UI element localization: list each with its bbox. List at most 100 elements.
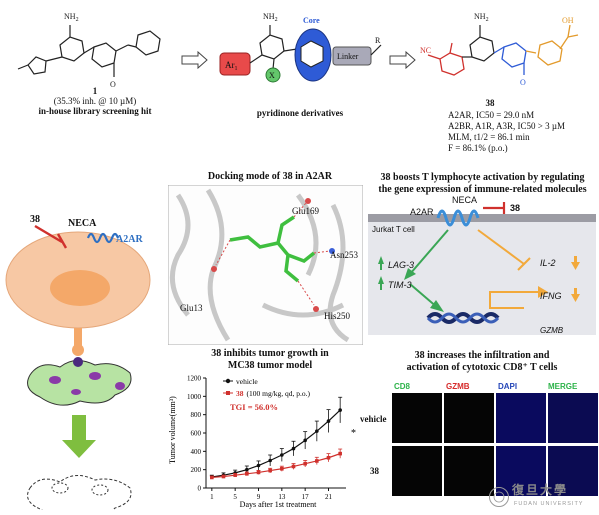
micrograph-vehicle-merge (548, 393, 598, 443)
watermark-subtext: FUDAN UNIVERSITY (514, 501, 584, 507)
compound-38-point (338, 451, 342, 456)
gene-gzmb: GZMB (540, 326, 564, 335)
compound-38-point (291, 464, 296, 469)
watermark-text: 復旦大學 (512, 483, 569, 497)
micrograph-vehicle-cd8 (392, 393, 442, 443)
hit-label: in-house library screening hit (38, 106, 152, 116)
compound-38-structure: NH2 NC OH O (420, 12, 579, 87)
vehicle-point (256, 463, 261, 468)
vehicle-point (315, 429, 319, 433)
vehicle-point (338, 408, 342, 412)
channel-cd8: CD8 (394, 382, 411, 391)
vehicle-point (326, 419, 331, 423)
y-tick-label: 0 (198, 485, 202, 493)
y-tick-label: 200 (191, 466, 202, 474)
tcell-mechanism (368, 202, 596, 335)
channel-gzmb: GZMB (446, 382, 470, 391)
svg-text:O: O (520, 78, 526, 87)
residue-glu169: Glu169 (292, 206, 319, 216)
row-label-38: 38 (370, 466, 379, 476)
hit-number: 1 (92, 86, 98, 96)
tcell-title-line-2: the gene expression of immune-related mo… (378, 184, 587, 195)
residue-asn253: Asn253 (330, 250, 359, 260)
y-tick-label: 1200 (187, 375, 202, 383)
vehicle-series-line (211, 409, 341, 478)
hit-nh2-label: NH2 (64, 12, 79, 23)
micrograph-38-dapi (496, 446, 546, 496)
svg-text:O: O (110, 80, 116, 89)
infiltration-title-line-1: 38 increases the infiltration and (414, 350, 550, 361)
micrograph-vehicle-gzmb (444, 393, 494, 443)
optimization-arrow (389, 50, 416, 70)
x-label: X (269, 71, 275, 80)
micrograph-vehicle-dapi (496, 393, 546, 443)
tumor-title-line-2: MC38 tumor model (227, 360, 313, 371)
compound-38-property-1: A2AR, IC50 = 29.0 nM (448, 110, 535, 120)
compound-38-point (326, 455, 331, 460)
x-tick-label: 5 (233, 493, 237, 501)
compound-38-point (303, 461, 307, 466)
compound-38-point (233, 473, 237, 477)
infiltration-title-line-2: activation of cytotoxic CD8⁺ T cells (406, 362, 558, 373)
vehicle-point (291, 446, 296, 451)
micrograph-38-cd8 (392, 446, 442, 496)
y-axis-label: Tumor volume(mm³) (168, 396, 177, 464)
y-tick-label: 400 (191, 448, 202, 456)
compound-38-series-line (211, 453, 341, 479)
micrograph-38-gzmb (444, 446, 494, 496)
cell-compound-label: 38 (30, 214, 40, 225)
y-tick-label: 800 (191, 411, 202, 419)
x-tick-label: 13 (278, 493, 286, 501)
vehicle-point (303, 438, 307, 443)
y-tick-label: 1000 (187, 393, 202, 401)
cell-receptor-label: A2AR (116, 234, 143, 245)
legend-38: 38 (236, 389, 244, 398)
compound-38-point (210, 475, 214, 480)
residue-his250: His250 (324, 311, 351, 321)
compound-38-point (256, 470, 261, 475)
progression-arrow (181, 50, 208, 70)
vehicle-point (280, 453, 284, 457)
core-label: Core (303, 16, 320, 25)
residue-glu13: Glu13 (180, 303, 203, 313)
linker-label: Linker (337, 52, 359, 61)
svg-text:38(100 mg/kg, qd, p.o.): 38(100 mg/kg, qd, p.o.) (236, 389, 311, 398)
legend-vehicle: vehicle (236, 377, 258, 386)
tumor-title-line-1: 38 inhibits tumor growth in (211, 348, 329, 359)
y-tick-label: 600 (191, 430, 202, 438)
x-axis-label: Days after 1st treatment (240, 500, 317, 509)
tcell-agonist-label: NECA (452, 195, 478, 205)
pyridinone-scaffold: Ar1 X Core Linker R NH2 (219, 12, 382, 83)
compound-38-point (221, 474, 226, 479)
cell-agonist-label: NECA (68, 218, 97, 229)
tcell-receptor-label: A2AR (410, 207, 434, 217)
significance-star: * (351, 428, 356, 439)
x-tick-label: 1 (210, 493, 214, 501)
compound-38-number: 38 (485, 98, 495, 108)
c38-nh2-label: NH2 (474, 12, 489, 23)
hit-inhibition: (35.3% inh. @ 10 µM) (53, 96, 137, 106)
cell-schematic (5, 224, 151, 510)
fudan-logo (489, 487, 509, 507)
compound-38-property-3: MLM, t1/2 = 86.1 min (448, 132, 530, 142)
scaffold-nh2-label: NH2 (263, 12, 278, 23)
tcell-title-line-1: 38 boosts T lymphocyte activation by reg… (380, 172, 585, 183)
docking-title: Docking mode of 38 in A2AR (207, 171, 333, 182)
gene-ifng: IFNG (540, 291, 562, 301)
cn-label: NC (420, 46, 431, 55)
row-label-vehicle: vehicle (360, 414, 387, 424)
r-label: R (375, 36, 381, 45)
channel-dapi: DAPI (498, 382, 518, 391)
tcell-cell-label: Jurkat T cell (372, 225, 415, 234)
compound-38-point (315, 459, 319, 463)
micrograph-38-merge (548, 446, 598, 496)
gene-tim3: TIM-3 (388, 280, 412, 290)
gene-il2: IL-2 (540, 258, 556, 268)
compound-38-point (245, 471, 249, 476)
vehicle-point (245, 467, 249, 472)
derivatives-label: pyridinone derivatives (256, 108, 344, 118)
channel-merge: MERGE (548, 382, 578, 391)
legend-38-dose: (100 mg/kg, qd, p.o.) (247, 389, 311, 398)
tgi-label: TGI = 56.0% (230, 402, 278, 412)
